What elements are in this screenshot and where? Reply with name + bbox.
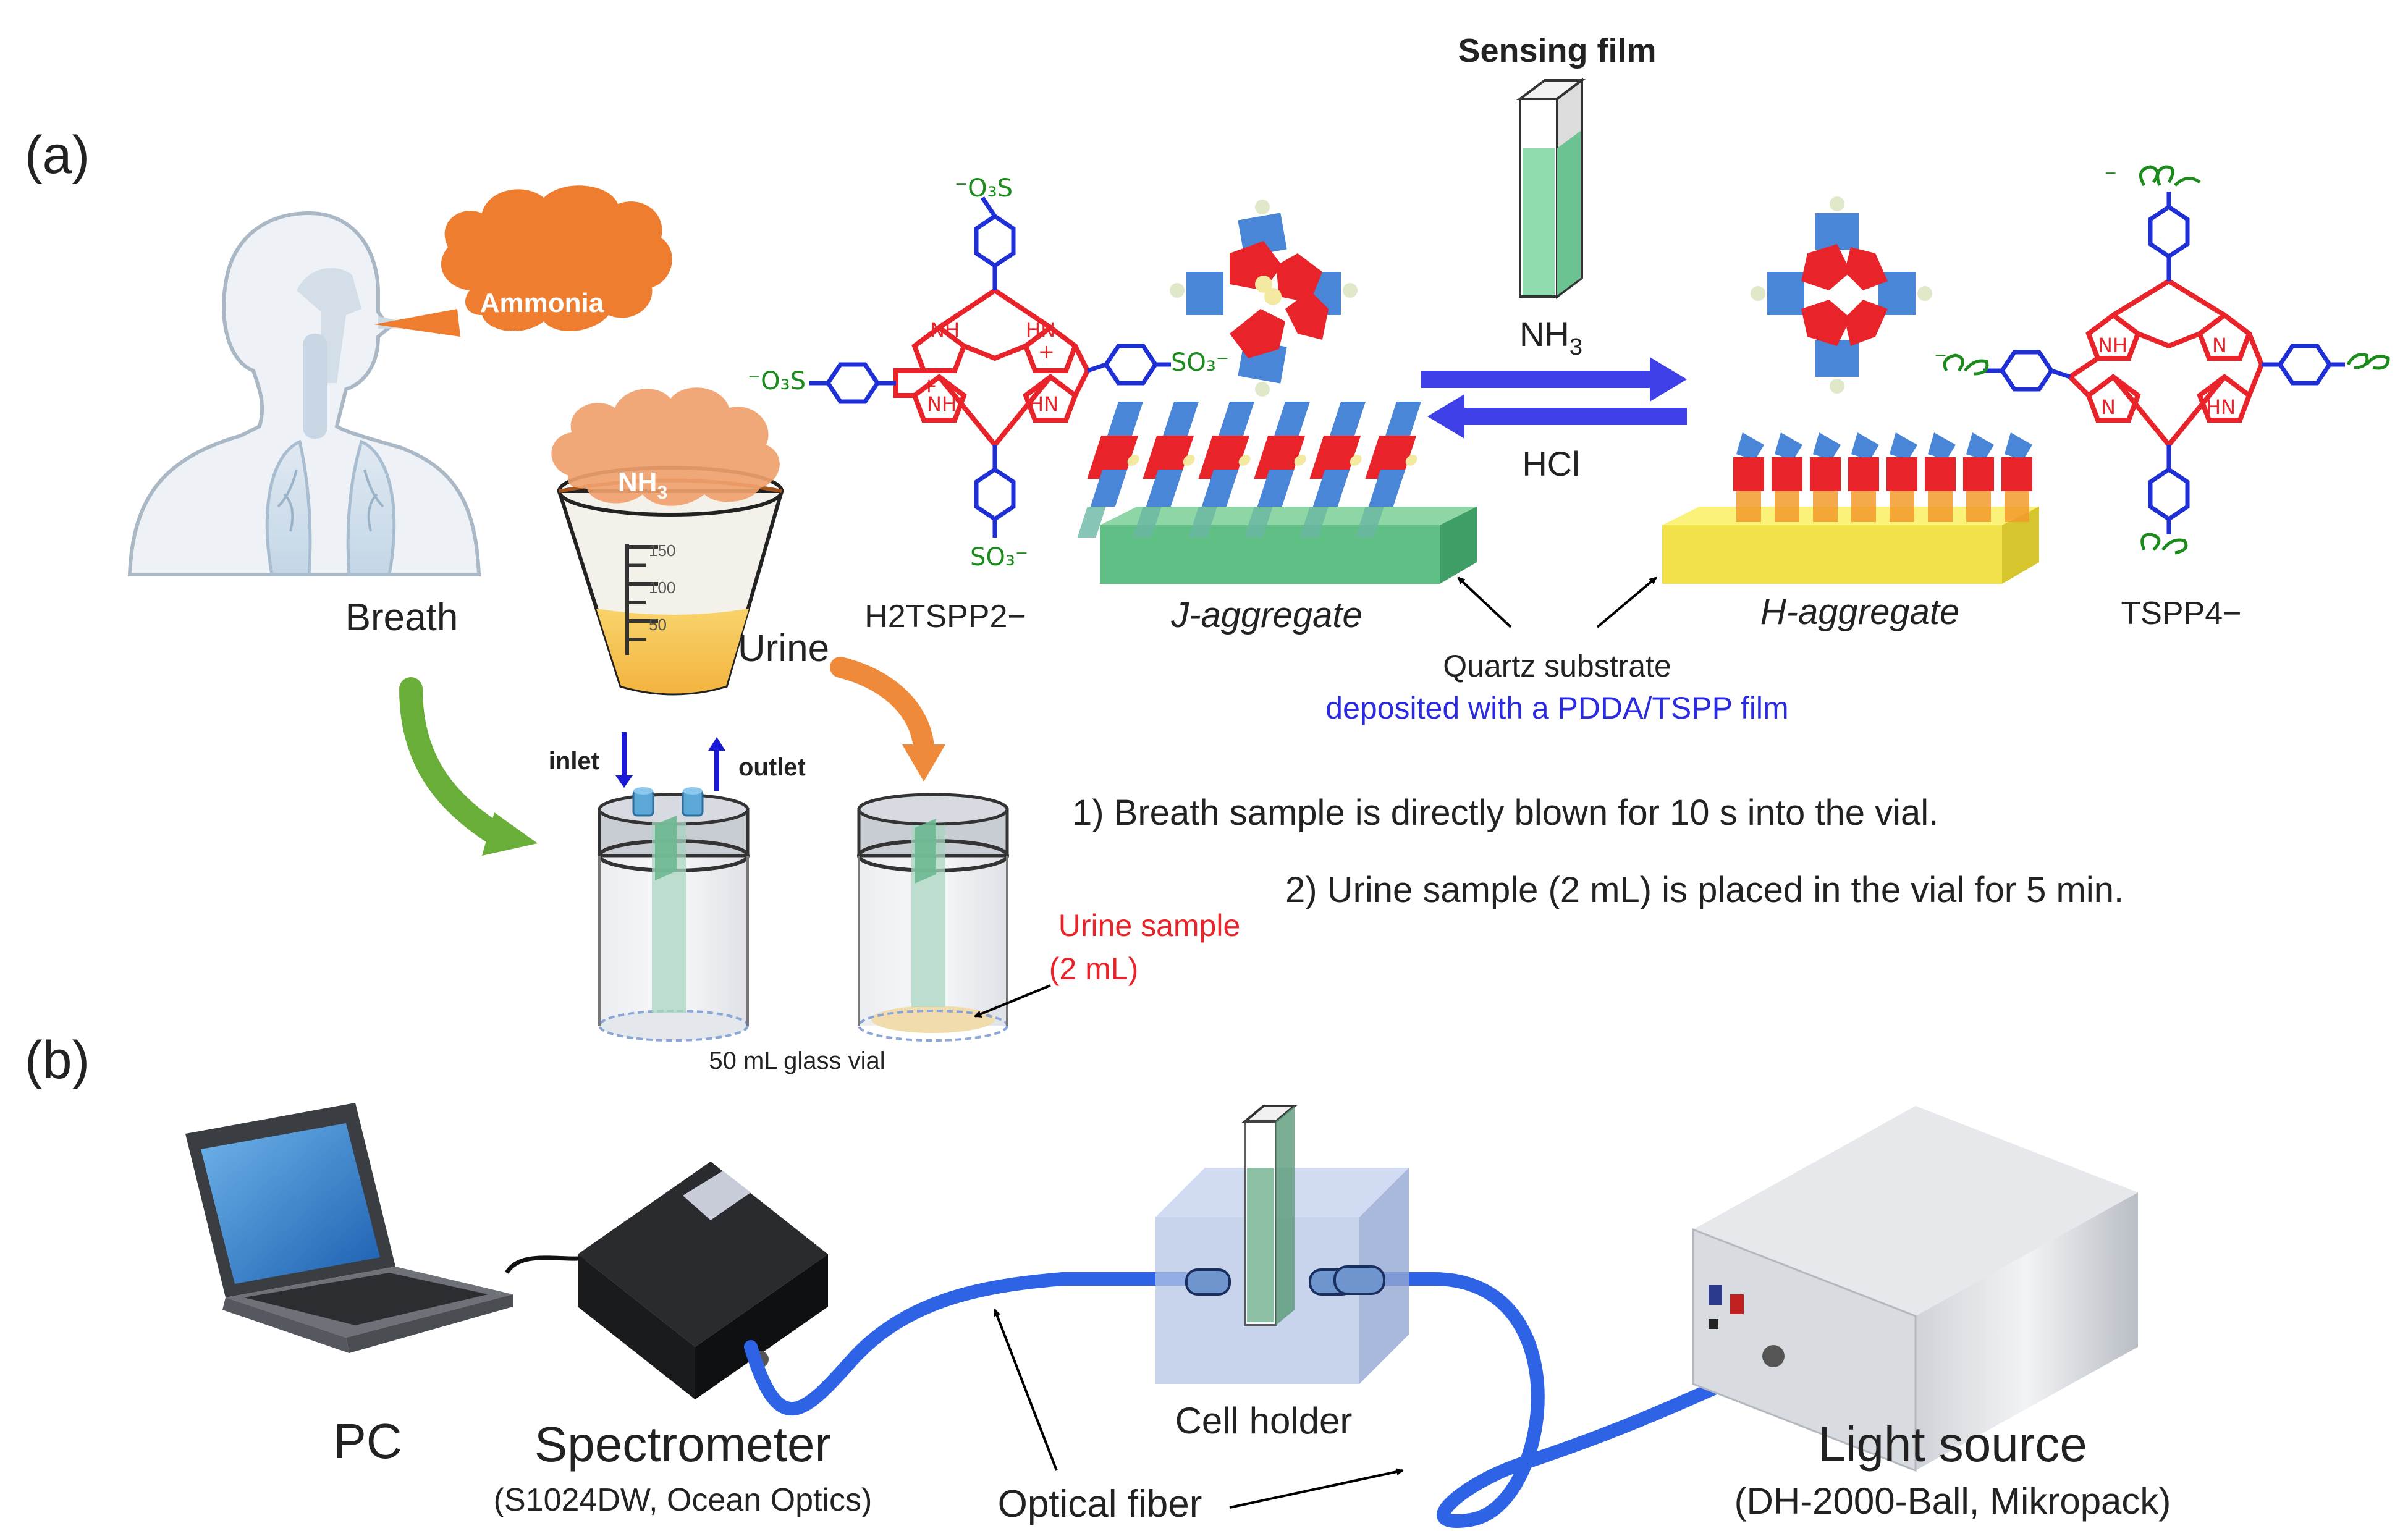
j-aggregate-monomer-icon <box>1170 200 1358 397</box>
j-aggregate-label: J-aggregate <box>1170 595 1362 635</box>
step-2-text: 2) Urine sample (2 mL) is placed in the … <box>1285 870 2124 910</box>
quartz-pointer-j <box>1457 576 1512 628</box>
quartz-substrate-label: Quartz substrate <box>1443 649 1671 683</box>
svg-text:HN: HN <box>1029 392 1058 416</box>
urine-sample-label: Urine sample <box>1058 908 1241 943</box>
cup-scale-150: 150 <box>649 541 675 560</box>
h-aggregate-molecule <box>1848 432 1879 522</box>
urine-to-vial-arrowhead <box>902 744 945 782</box>
j-aggregate-film <box>1077 402 1477 584</box>
cup-scale-100: 100 <box>649 578 675 597</box>
optical-fiber-cable <box>744 1272 1786 1528</box>
h-aggregate-molecule <box>2001 432 2032 522</box>
ammonia-bubble-label: Ammonia <box>480 288 604 318</box>
j-aggregate-molecule <box>1188 402 1254 538</box>
urine-sample-pointer <box>974 984 1051 1018</box>
svg-text:SO₃⁻: SO₃⁻ <box>970 543 1028 571</box>
tspp4-label: TSPP4− <box>2121 596 2241 631</box>
svg-text:⁻: ⁻ <box>1934 345 1947 374</box>
laptop-icon <box>185 1103 513 1353</box>
breath-to-vial-arrow <box>399 677 512 849</box>
glass-vial-label: 50 mL glass vial <box>709 1047 885 1074</box>
panel-label-a: (a) <box>25 125 90 185</box>
light-source-model-label: (DH-2000-Ball, Mikropack) <box>1734 1480 2171 1522</box>
human-silhouette-icon <box>127 211 481 576</box>
outlet-label: outlet <box>738 754 806 781</box>
breath-label: Breath <box>345 596 458 639</box>
ammonia-bubble: Ammonia NH3 <box>374 185 672 361</box>
svg-text:⁻O₃S: ⁻O₃S <box>955 174 1013 203</box>
optical-fiber-label: Optical fiber <box>998 1483 1202 1525</box>
sensing-film-icon <box>1516 78 1586 299</box>
svg-text:N: N <box>2101 395 2116 419</box>
h-aggregate-molecule <box>1810 432 1841 522</box>
svg-text:⁻: ⁻ <box>2104 163 2117 192</box>
h-aggregate-molecule <box>1925 432 1956 522</box>
spectrometer-model-label: (S1024DW, Ocean Optics) <box>494 1482 872 1518</box>
panel-label-b: (b) <box>25 1031 90 1090</box>
h-aggregate-molecule <box>1733 432 1764 522</box>
reverse-arrow-hcl <box>1427 394 1687 439</box>
h-aggregate-molecule <box>1772 432 1802 522</box>
urine-vial <box>857 793 1009 1042</box>
cup-nh3-cloud: NH3 <box>551 387 780 506</box>
h-aggregate-molecule <box>1963 432 1994 522</box>
sensing-film-label: Sensing film <box>1458 32 1656 69</box>
cup-scale: 150 100 50 <box>625 541 675 655</box>
quartz-pointer-h <box>1596 576 1657 628</box>
svg-text:NH: NH <box>930 318 960 342</box>
spectrometer-label: Spectrometer <box>534 1417 831 1472</box>
deposited-film-label: deposited with a PDDA/TSPP film <box>1325 691 1788 725</box>
light-source-label: Light source <box>1818 1417 2087 1472</box>
h-aggregate-label: H-aggregate <box>1760 592 1959 632</box>
h2tspp-molecule: ⁻O₃S SO₃⁻ ⁻O₃S SO₃⁻ NH HN + NH + HN <box>748 174 1229 571</box>
cup-scale-50: 50 <box>649 615 667 634</box>
tspp4-molecule: ⁻ ⁻ NH N N HN <box>1934 163 2390 555</box>
pc-label: PC <box>333 1414 402 1469</box>
hcl-reagent-label: HCl <box>1522 444 1579 483</box>
h2tspp-label: H2TSPP2− <box>864 599 1026 635</box>
inlet-arrowhead <box>615 775 633 788</box>
h-aggregate-monomer-icon <box>1751 196 1932 394</box>
svg-text:+: + <box>1038 340 1055 363</box>
nh3-reagent-label: NH3 <box>1519 314 1582 360</box>
j-aggregate-molecule <box>1299 402 1366 538</box>
j-aggregate-molecule <box>1133 402 1199 538</box>
ammonia-bubble-formula: NH3 <box>510 325 559 361</box>
h-aggregate-film <box>1662 432 2039 584</box>
urine-sample-volume: (2 mL) <box>1049 951 1138 986</box>
fiber-pointer-2 <box>1229 1468 1404 1509</box>
fiber-pointer-1 <box>993 1309 1058 1471</box>
inlet-label: inlet <box>549 748 599 775</box>
forward-arrow-nh3 <box>1421 357 1687 402</box>
svg-text:NH: NH <box>2098 334 2127 357</box>
svg-text:N: N <box>2212 334 2227 357</box>
cell-holder-label: Cell holder <box>1175 1400 1353 1441</box>
svg-text:+: + <box>921 374 937 397</box>
spectrometer-icon <box>578 1162 828 1399</box>
light-source-icon <box>1692 1106 2138 1472</box>
svg-text:HN: HN <box>2206 395 2236 419</box>
j-aggregate-molecule <box>1077 402 1143 538</box>
svg-text:⁻O₃S: ⁻O₃S <box>748 367 806 395</box>
svg-text:NH: NH <box>927 392 957 416</box>
h-aggregate-molecule <box>1886 432 1917 522</box>
urine-to-vial-arrow <box>830 657 934 758</box>
j-aggregate-molecule <box>1355 402 1421 538</box>
j-aggregate-molecule <box>1244 402 1310 538</box>
breath-vial <box>598 787 750 1042</box>
urine-label: Urine <box>738 627 829 670</box>
outlet-arrowhead <box>708 737 725 751</box>
breath-to-vial-arrowhead <box>482 812 538 856</box>
svg-text:HN: HN <box>1026 318 1055 342</box>
step-1-text: 1) Breath sample is directly blown for 1… <box>1072 793 1938 833</box>
svg-text:SO₃⁻: SO₃⁻ <box>1171 348 1229 377</box>
cell-holder-icon <box>1155 1105 1409 1384</box>
cup-nh3-label: NH3 <box>618 467 667 503</box>
